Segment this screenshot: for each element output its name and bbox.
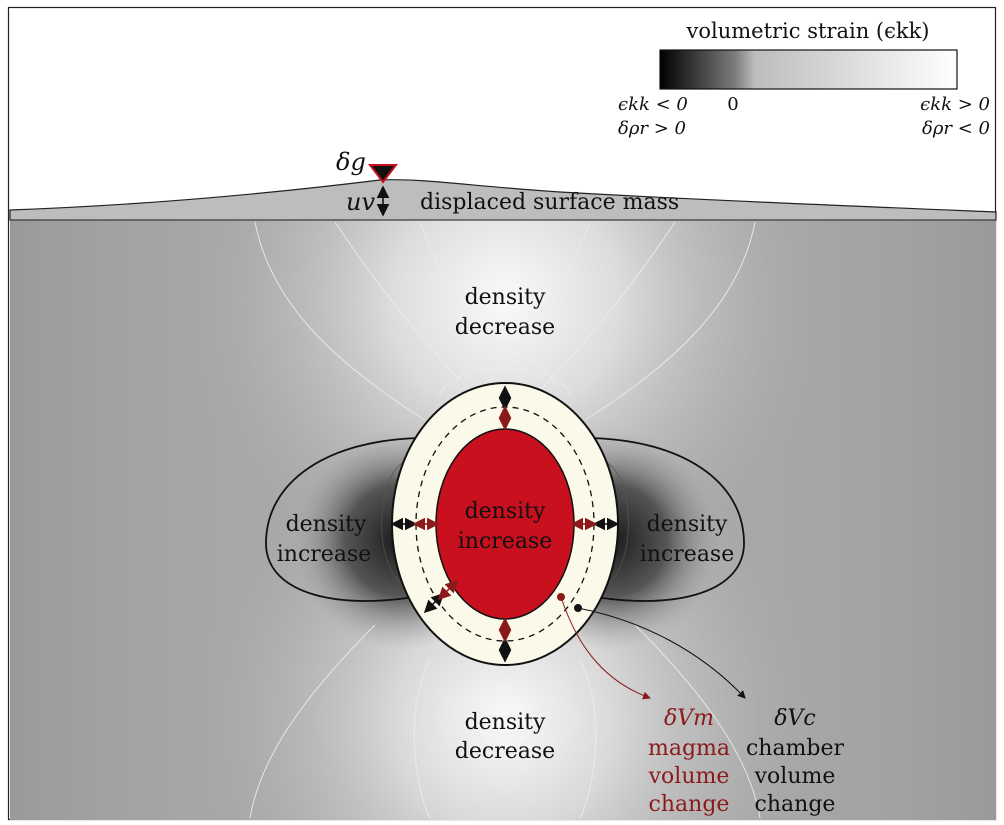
colorbar-right-line1: ϵkk > 0 xyxy=(920,94,990,115)
bottom-region-label-line2: decrease xyxy=(455,739,555,764)
chamber-callout-line1: chamber xyxy=(746,736,845,761)
left-region-label-line2: increase xyxy=(277,542,372,567)
right-region-label-line1: density xyxy=(647,512,728,537)
magma-callout-line1: magma xyxy=(648,736,730,761)
strain-colorbar: volumetric strain (ϵkk) 0 ϵkk < 0 δρr > … xyxy=(618,19,990,139)
right-lobe-outline xyxy=(589,437,745,602)
right-region-label-line2: increase xyxy=(640,542,735,567)
left-region-label-line1: density xyxy=(286,512,367,537)
displaced-surface-mass xyxy=(9,179,997,221)
gravity-change-symbol: δg xyxy=(336,148,366,176)
colorbar-zero-tick: 0 xyxy=(727,94,738,115)
left-lobe-inner-contour xyxy=(381,462,416,593)
chamber-volume-callout: δVc chamber volume change xyxy=(746,706,845,817)
host-rock xyxy=(10,218,996,820)
chamber-volume-symbol: δVc xyxy=(774,706,815,731)
uplift-symbol: uv xyxy=(346,188,375,216)
chamber-callout-line3: change xyxy=(755,792,836,817)
magma-volume-callout: δVm magma volume change xyxy=(648,706,730,817)
colorbar-left-line2: δρr > 0 xyxy=(618,118,686,139)
magma-displacement-arrows xyxy=(412,405,598,643)
strain-contours xyxy=(249,221,761,819)
magma-callout-line xyxy=(560,596,651,700)
chamber-callout-line xyxy=(577,607,746,699)
center-region-label-line2: increase xyxy=(458,529,553,554)
bottom-region-label-line1: density xyxy=(465,710,546,735)
right-lobe-inner-contour xyxy=(594,462,629,593)
magma-callout-line3: change xyxy=(649,792,730,817)
magma-callout-line2: volume xyxy=(648,764,730,789)
chamber-callout-line2: volume xyxy=(754,764,836,789)
center-region-label-line1: density xyxy=(465,499,546,524)
magma-volume-symbol: δVm xyxy=(664,706,714,731)
gravity-station-icon xyxy=(367,164,399,184)
colorbar-title: volumetric strain (ϵkk) xyxy=(685,19,929,43)
top-region-label-line1: density xyxy=(465,285,546,310)
displaced-surface-mass-label: displaced surface mass xyxy=(420,190,679,215)
top-region-label-line2: decrease xyxy=(455,315,555,340)
magma-body xyxy=(435,428,575,620)
colorbar-right-line2: δρr < 0 xyxy=(922,118,990,139)
colorbar-left-line1: ϵkk < 0 xyxy=(618,94,688,115)
left-lobe-outline xyxy=(265,437,421,602)
colorbar-gradient xyxy=(659,49,958,90)
